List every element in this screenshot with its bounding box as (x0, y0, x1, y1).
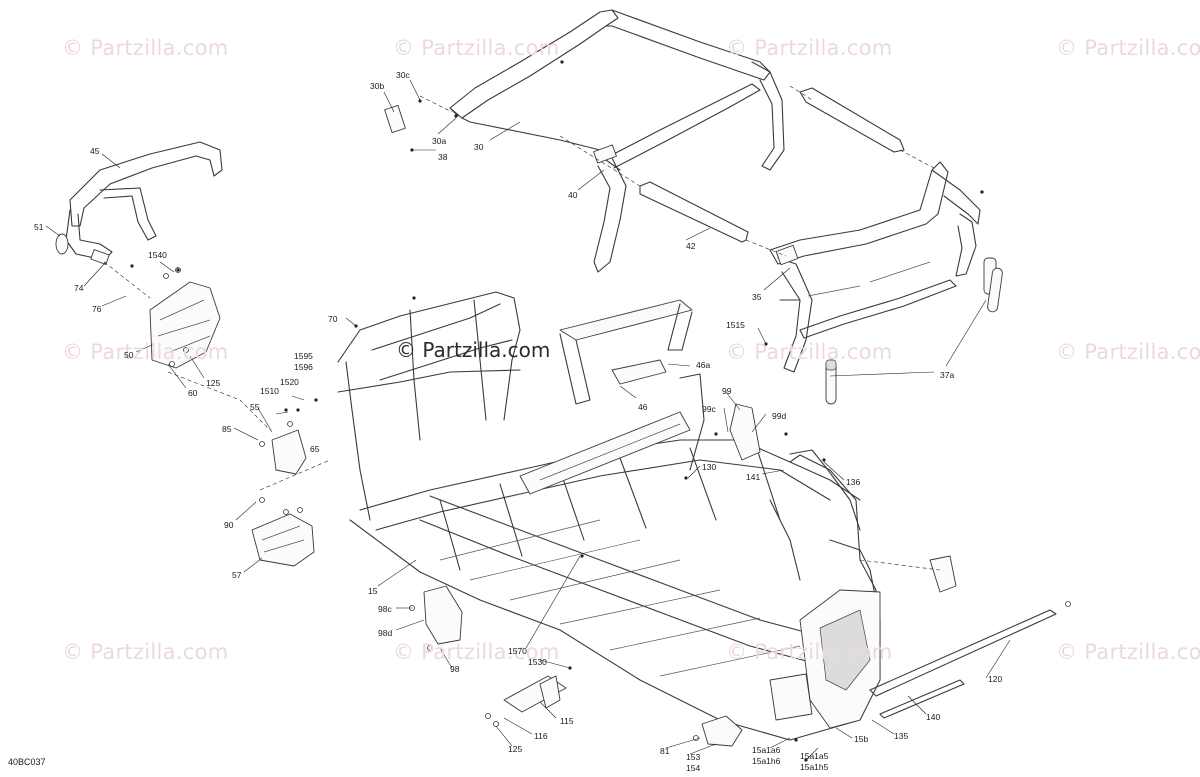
callout-label: 153 (686, 752, 701, 762)
callout-label: 15a1h5 (800, 762, 829, 772)
callout-label: 154 (686, 763, 701, 773)
callout-label: 125 (206, 378, 221, 388)
watermark: © Partzilla.com (62, 640, 229, 664)
fasteners (130, 60, 984, 762)
callout-label: 98c (378, 604, 392, 614)
rod-120 (869, 601, 1071, 719)
callout-label: 1530 (528, 657, 547, 667)
callout-label: 120 (988, 674, 1003, 684)
callout-label: 1510 (260, 386, 279, 396)
watermark: © Partzilla.com (62, 36, 229, 60)
diagram-code: 40BC037 (8, 757, 46, 767)
callout-label: 74 (74, 283, 84, 293)
callout-label: 46 (638, 402, 648, 412)
callout-label: 46a (696, 360, 711, 370)
callout-label: 1596 (294, 362, 313, 372)
front-bracket (149, 267, 221, 369)
callout-label: 140 (926, 712, 941, 722)
callout-label: 30b (370, 81, 385, 91)
callout-label: 15 (368, 586, 378, 596)
watermark: © Partzilla.com (393, 36, 560, 60)
watermark: © Partzilla.com (1056, 36, 1200, 60)
callout-label: 135 (894, 731, 909, 741)
callout-label: 81 (660, 746, 670, 756)
callout-label: 15a1a5 (800, 751, 829, 761)
callout-label: 45 (90, 146, 100, 156)
mount-57 (251, 497, 315, 567)
callout-label: 99 (722, 386, 732, 396)
callout-label: 37a (940, 370, 955, 380)
callout-label: 98d (378, 628, 393, 638)
callout-label: 50 (124, 350, 134, 360)
watermark: © Partzilla.com (726, 640, 893, 664)
callout-label: 115 (560, 716, 574, 726)
watermark: © Partzilla.com (62, 340, 229, 364)
callout-label: 57 (232, 570, 242, 580)
watermark-center: © Partzilla.com (396, 338, 551, 362)
callout-label: 141 (746, 472, 761, 482)
callout-label: 136 (846, 477, 861, 487)
watermark: © Partzilla.com (393, 640, 560, 664)
callout-label: 15a1a6 (752, 745, 781, 755)
watermark: © Partzilla.com (726, 36, 893, 60)
callout-label: 1570 (508, 646, 527, 656)
callout-label: 98 (450, 664, 460, 674)
main-chassis (337, 291, 957, 741)
callout-label: 35 (752, 292, 762, 302)
callout-label: 60 (188, 388, 198, 398)
callout-label: 1595 (294, 351, 313, 361)
watermark: © Partzilla.com (1056, 340, 1200, 364)
callout-label: 65 (310, 444, 320, 454)
bracket-81 (693, 715, 743, 747)
bracket-98 (409, 585, 463, 651)
callout-label: 70 (328, 314, 338, 324)
callout-label: 125 (508, 744, 523, 754)
callout-label: 1515 (726, 320, 745, 330)
callout-label: 30a (432, 136, 447, 146)
callout-label: 15a1h6 (752, 756, 781, 766)
callout-label: 30 (474, 142, 484, 152)
callout-label: 55 (250, 402, 260, 412)
bracket-115 (485, 675, 567, 727)
front-bumper (55, 141, 223, 299)
callout-label: 76 (92, 304, 102, 314)
watermark: © Partzilla.com (1056, 640, 1200, 664)
callout-label: 99d (772, 411, 787, 421)
callout-label: 42 (686, 241, 696, 251)
callout-label: 90 (224, 520, 234, 530)
mount-55 (259, 421, 307, 475)
callout-label: 116 (534, 731, 548, 741)
callout-label: 1540 (148, 250, 167, 260)
callout-label: 30c (396, 70, 410, 80)
callout-label: 38 (438, 152, 448, 162)
callout-label: 1520 (280, 377, 299, 387)
callout-label: 130 (702, 462, 717, 472)
callout-label: 99c (702, 404, 716, 414)
leader-lines (45, 79, 1011, 761)
watermark: © Partzilla.com (726, 340, 893, 364)
callout-label: 15b (854, 734, 869, 744)
callout-label: 51 (34, 222, 44, 232)
roll-cage (384, 9, 1003, 405)
callout-label: 85 (222, 424, 232, 434)
callout-label: 40 (568, 190, 578, 200)
